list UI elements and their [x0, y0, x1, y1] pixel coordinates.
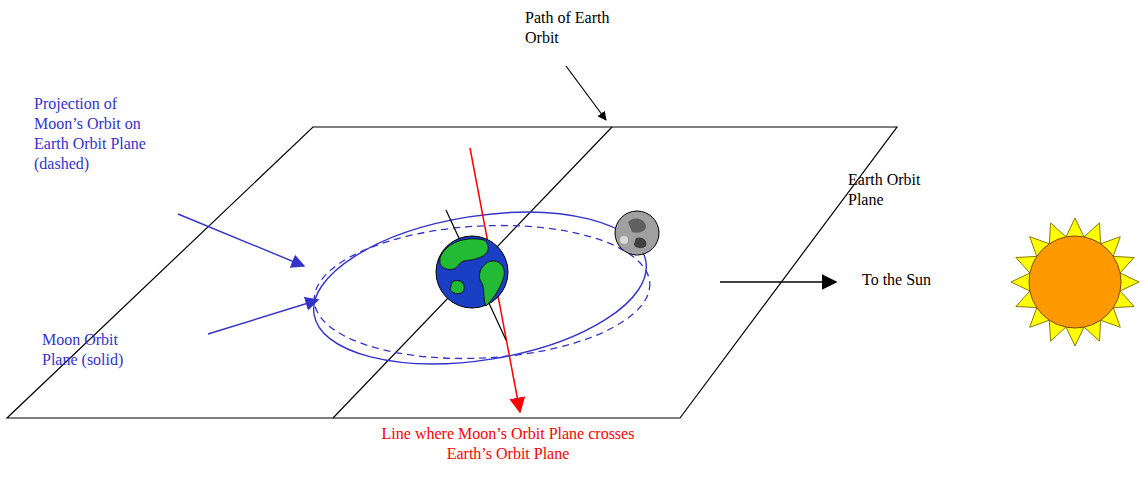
moon-crater [620, 236, 628, 244]
sun [1029, 236, 1121, 328]
node-line-label: Line where Moon’s Orbit Plane crosses Ea… [378, 424, 638, 464]
sun-direction-arrow [720, 281, 836, 282]
leader-arrow [566, 66, 606, 120]
sun-direction-label: To the Sun [862, 270, 972, 290]
leader-arrow [178, 214, 304, 266]
projected-moon-orbit [311, 217, 653, 366]
earth-continent [440, 239, 488, 270]
earth-continent [479, 261, 504, 306]
earth-continent [450, 280, 464, 293]
moon-orbit [303, 191, 657, 386]
sun-rays [1011, 218, 1139, 346]
moon-orbit-label: Moon Orbit Plane (solid) [42, 330, 142, 370]
projection-label: Projection of Moon’s Orbit on Earth Orbi… [34, 94, 154, 174]
earth-orbit-plane [7, 127, 897, 418]
moon-crater [634, 237, 646, 248]
moon-crater [628, 219, 646, 233]
moon [615, 211, 659, 255]
leader-arrow [208, 300, 318, 334]
plane-label: Earth Orbit Plane [848, 170, 940, 210]
earth-orbit-path [333, 127, 612, 418]
orbit-path-label: Path of Earth Orbit [525, 8, 633, 48]
earth [436, 236, 508, 308]
